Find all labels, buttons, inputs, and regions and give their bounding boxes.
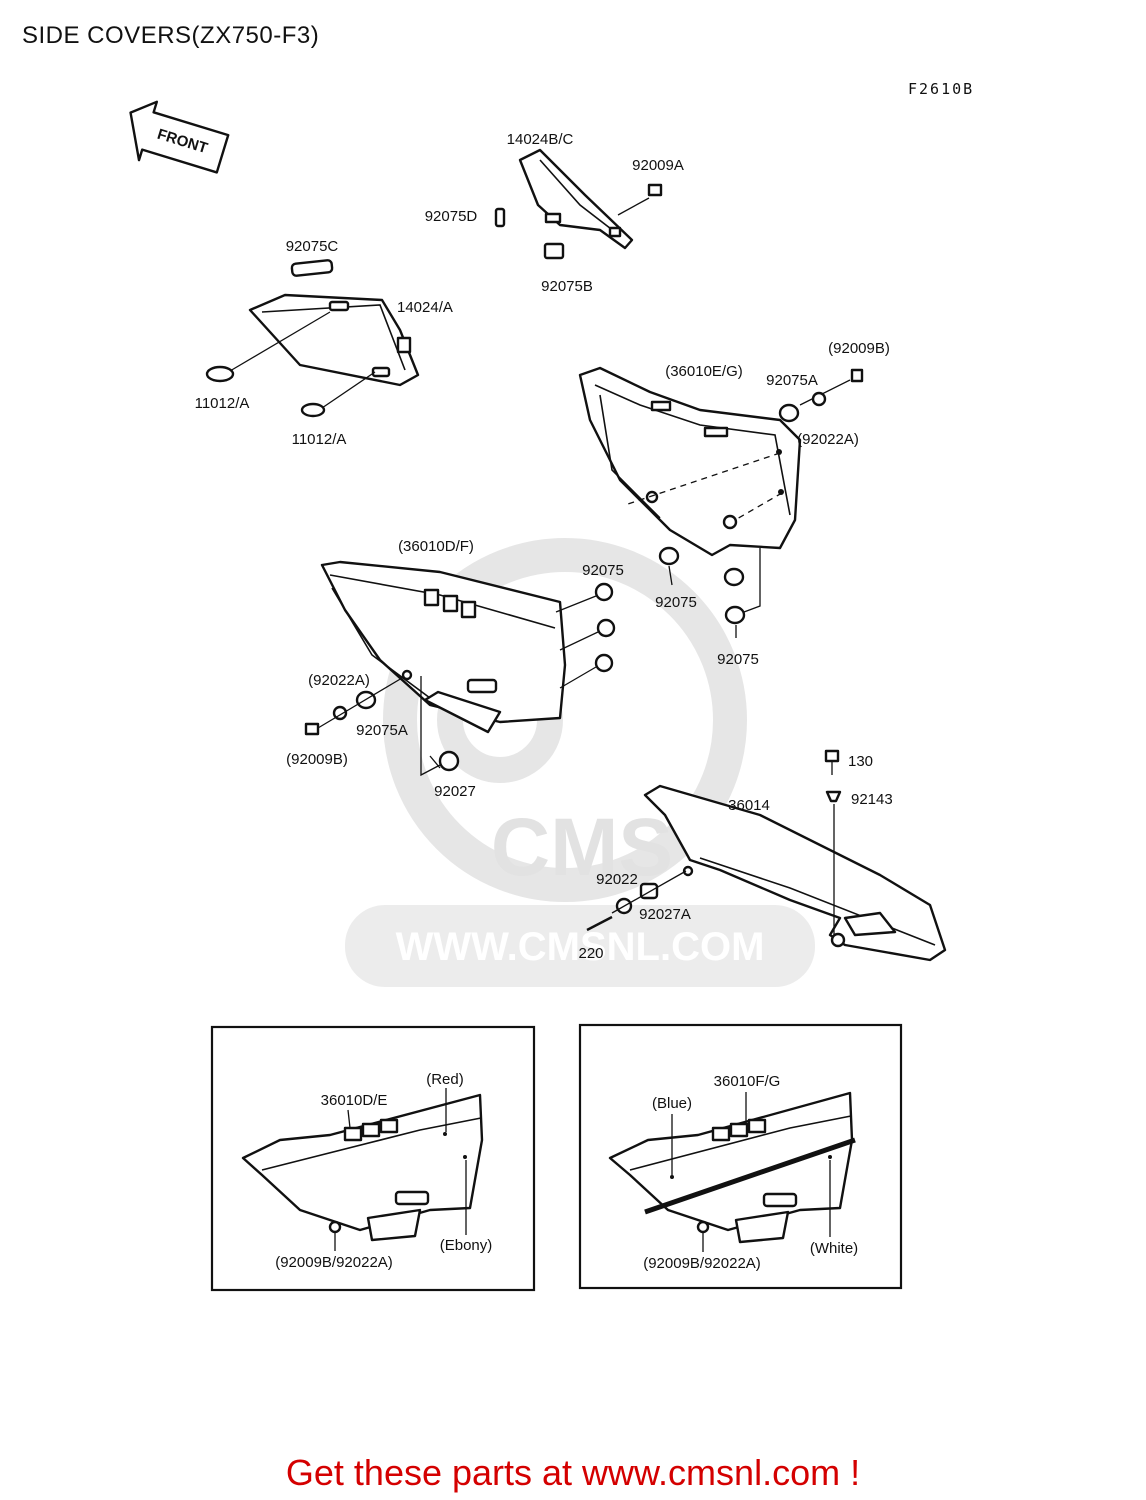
label-92075a-left: 92075A: [356, 722, 408, 739]
label-92027: 92027: [434, 783, 476, 800]
label-220: 220: [578, 945, 603, 962]
front-arrow: FRONT: [129, 100, 230, 174]
label-92075-mid: 92075: [655, 594, 697, 611]
label-92027a: 92027A: [639, 906, 691, 923]
label-92075a-top: 92075A: [766, 372, 818, 389]
part-36010eg-side-cover: [578, 366, 802, 557]
part-14024bc-cover: [518, 148, 634, 250]
label-14024bc: 14024B/C: [507, 131, 574, 148]
variant-box-red-ebony: [210, 1025, 536, 1292]
part-92075-damper-left-1: [594, 582, 614, 602]
watermark-url: WWW.CMSNL.COM: [396, 925, 765, 969]
label-11012a-2: 11012/A: [292, 431, 347, 448]
label-36010df: (36010D/F): [398, 538, 474, 555]
label-variant-2-fasteners: (92009B/92022A): [643, 1255, 761, 1272]
label-variant-1-part: 36010D/E: [321, 1092, 388, 1109]
label-variant-1-upper-color: (Red): [426, 1071, 464, 1088]
part-92075c-pad: [290, 259, 334, 277]
part-36010df-side-cover: [320, 560, 567, 734]
part-92075-damper-left-2: [596, 618, 616, 638]
label-92009a: 92009A: [632, 157, 684, 174]
part-92027-collar: [438, 750, 460, 772]
label-92075b: 92075B: [541, 278, 593, 295]
part-14024a-cover: [248, 293, 420, 387]
page-title: SIDE COVERS(ZX750-F3): [22, 22, 320, 49]
part-11012a-grommet-2: [300, 402, 326, 418]
part-92075b-pad: [543, 242, 565, 260]
part-92009b-left-bolt: [304, 722, 320, 736]
label-36014: 36014: [728, 797, 770, 814]
label-variant-2-part: 36010F/G: [714, 1073, 781, 1090]
part-220-bolt: [586, 915, 613, 932]
label-92075-right: 92075: [717, 651, 759, 668]
label-92022a-top: (92022A): [797, 431, 859, 448]
variant-box-blue-white: [578, 1023, 903, 1290]
label-92009b-top: (92009B): [828, 340, 890, 357]
shop-link-banner[interactable]: Get these parts at www.cmsnl.com !: [285, 1452, 861, 1493]
figure-code: F2610B: [908, 80, 975, 98]
part-92075-damper-left-3: [594, 653, 614, 673]
label-92022: 92022: [596, 871, 638, 888]
part-92009a-bolt: [617, 183, 663, 216]
label-92009b-left: (92009B): [286, 751, 348, 768]
part-36014-chain-cover: [643, 784, 947, 962]
part-92075a-top-damper: [778, 403, 800, 423]
label-92075c: 92075C: [286, 238, 339, 255]
variant-cover-red-ebony: [241, 1093, 484, 1242]
leader-36010eg-upper: [624, 452, 781, 506]
part-130-bolt: [824, 749, 840, 763]
label-92075-left: 92075: [582, 562, 624, 579]
label-36010eg: (36010E/G): [665, 363, 743, 380]
part-92075-damper-mid: [658, 546, 680, 566]
cms-watermark: CMS WWW.CMSNL.COM: [345, 538, 815, 987]
part-11012a-grommet-1: [205, 365, 235, 383]
leader-36010eg-lower: [734, 492, 783, 521]
label-variant-2-upper-color: (Blue): [652, 1095, 692, 1112]
variant-cover-blue-white: [608, 1091, 856, 1244]
label-14024a: 14024/A: [397, 299, 453, 316]
label-92143: 92143: [851, 791, 893, 808]
part-92009b-top-bolt: [850, 368, 864, 383]
label-92022a-left: (92022A): [308, 672, 370, 689]
part-92075d-pad: [494, 207, 506, 228]
label-92075d: 92075D: [425, 208, 478, 225]
label-variant-1-lower-color: (Ebony): [440, 1237, 493, 1254]
part-92022a-top-washer: [811, 391, 827, 407]
label-130: 130: [848, 753, 873, 770]
label-11012a-1: 11012/A: [195, 395, 250, 412]
label-variant-2-lower-color: (White): [810, 1240, 858, 1257]
watermark-logo: CMS: [491, 802, 673, 893]
part-92143-collar: [825, 790, 842, 803]
label-variant-1-fasteners: (92009B/92022A): [275, 1254, 393, 1271]
part-92075-damper-right-2: [724, 605, 746, 625]
part-92075-damper-right-1: [723, 567, 745, 587]
